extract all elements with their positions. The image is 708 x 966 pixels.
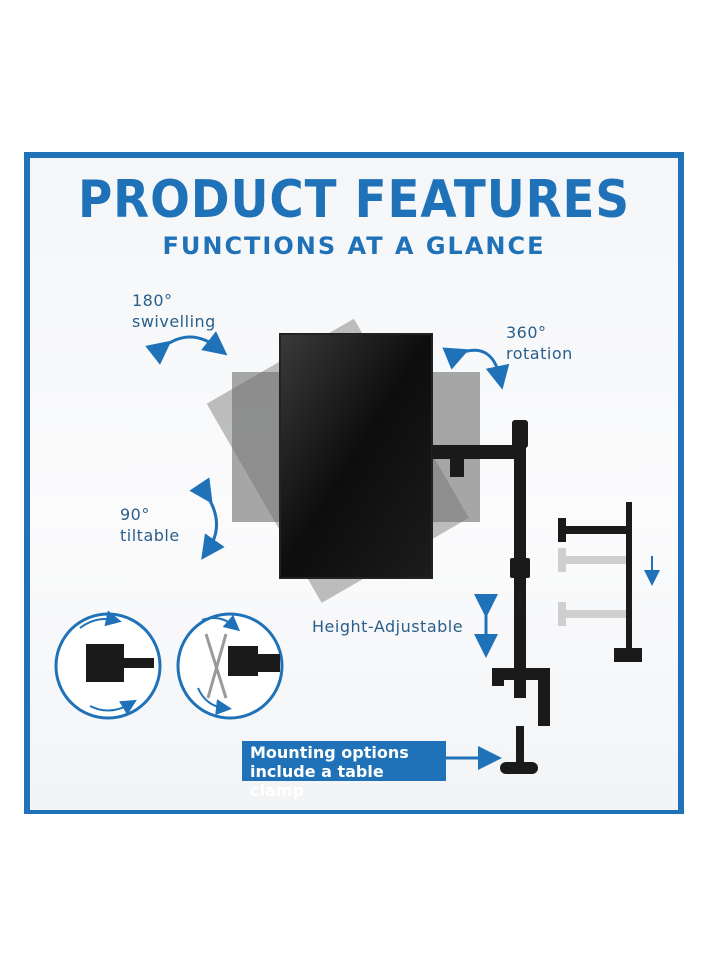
callout-line-2: include a table clamp — [250, 762, 384, 800]
clamp-icon — [492, 668, 550, 774]
height-positions-illustration — [558, 502, 660, 662]
vesa-plate-inset — [54, 610, 162, 720]
monitor-mount-illustration — [54, 318, 660, 774]
mount-pole — [510, 436, 530, 698]
rotation-degree: 360° — [506, 323, 547, 342]
swivel-arrow-icon — [145, 331, 228, 365]
rotation-text: rotation — [506, 344, 573, 363]
tilt-degree: 90° — [120, 505, 150, 524]
tilt-label: 90° tiltable — [120, 504, 180, 546]
page-subtitle: FUNCTIONS AT A GLANCE — [162, 232, 546, 260]
swivel-degree: 180° — [132, 291, 173, 310]
monitor-screen — [279, 333, 433, 579]
swivel-label: 180° swivelling — [132, 290, 216, 332]
callout-line-1: Mounting options — [250, 743, 409, 762]
vesa-plate-icon — [86, 644, 124, 682]
rotation-arrow-icon — [442, 347, 510, 390]
table-clamp-callout: Mounting options include a table clamp — [242, 741, 446, 800]
product-features-panel: PRODUCT FEATURES FUNCTIONS AT A GLANCE 1… — [24, 152, 684, 814]
height-label: Height-Adjustable — [312, 617, 464, 636]
swivel-text: swivelling — [132, 312, 216, 331]
tilt-joint-inset — [176, 612, 284, 720]
tilt-text: tiltable — [120, 526, 180, 545]
page-title: PRODUCT FEATURES — [77, 170, 631, 230]
tilt-arrow-icon — [189, 477, 225, 560]
rotation-label: 360° rotation — [506, 322, 573, 364]
